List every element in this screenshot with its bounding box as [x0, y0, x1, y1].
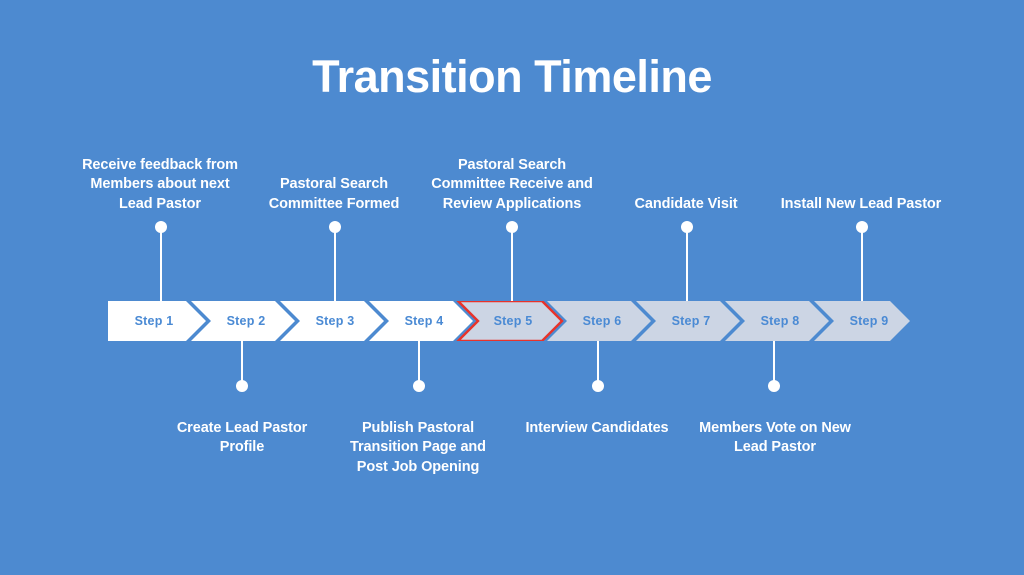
- pin-step-4: [413, 341, 425, 392]
- chevron-label-step-6: Step 6: [582, 314, 622, 328]
- pin-step-7: [681, 221, 693, 302]
- pin-dot-icon: [413, 380, 425, 392]
- callout-step-5: Pastoral Search Committee Receive and Re…: [431, 157, 593, 212]
- callout-step-7: Candidate Visit: [634, 195, 738, 212]
- pin-step-6: [592, 341, 604, 392]
- pin-step-5: [506, 221, 518, 302]
- callout-step-1: Receive feedback from Members about next…: [82, 157, 238, 212]
- chevron-step-6[interactable]: [547, 301, 651, 341]
- pin-dot-icon: [681, 221, 693, 233]
- pin-step-9: [856, 221, 868, 302]
- pin-dot-icon: [155, 221, 167, 233]
- pin-dot-icon: [506, 221, 518, 233]
- chevron-step-1[interactable]: [108, 301, 206, 341]
- callout-step-9: Install New Lead Pastor: [780, 195, 942, 212]
- chevron-label-step-2: Step 2: [226, 314, 266, 328]
- pin-dot-icon: [856, 221, 868, 233]
- callout-step-3: Pastoral Search Committee Formed: [268, 176, 400, 212]
- pin-step-2: [236, 341, 248, 392]
- chevron-label-step-4: Step 4: [404, 314, 444, 328]
- pin-dot-icon: [329, 221, 341, 233]
- page-title: Transition Timeline: [312, 51, 712, 102]
- chevron-label-step-3: Step 3: [315, 314, 355, 328]
- chevron-label-step-8: Step 8: [760, 314, 800, 328]
- timeline-bar: Step 1 Step 2 Step 3 Step 4 Step 5 Step …: [108, 301, 910, 341]
- callout-step-6: Interview Candidates: [525, 420, 669, 436]
- chevron-label-step-7: Step 7: [671, 314, 711, 328]
- chevron-step-4[interactable]: [369, 301, 473, 341]
- chevron-label-step-9: Step 9: [849, 314, 889, 328]
- chevron-label-step-5: Step 5: [493, 314, 533, 328]
- chevron-step-9[interactable]: [814, 301, 910, 341]
- chevron-step-2[interactable]: [191, 301, 295, 341]
- pin-dot-icon: [768, 380, 780, 392]
- pin-step-8: [768, 341, 780, 392]
- chevron-label-step-1: Step 1: [134, 314, 174, 328]
- pin-dot-icon: [236, 380, 248, 392]
- chevron-step-8[interactable]: [725, 301, 829, 341]
- pin-step-1: [155, 221, 167, 302]
- chevron-step-3[interactable]: [280, 301, 384, 341]
- chevron-track: [108, 301, 910, 341]
- callout-step-4: Publish Pastoral Transition Page and Pos…: [350, 420, 486, 475]
- pin-step-3: [329, 221, 341, 302]
- pin-dot-icon: [592, 380, 604, 392]
- chevron-step-7[interactable]: [636, 301, 740, 341]
- callout-step-8: Members Vote on New Lead Pastor: [699, 420, 851, 456]
- chevron-step-5[interactable]: [456, 301, 564, 341]
- callout-step-2: Create Lead Pastor Profile: [176, 420, 308, 456]
